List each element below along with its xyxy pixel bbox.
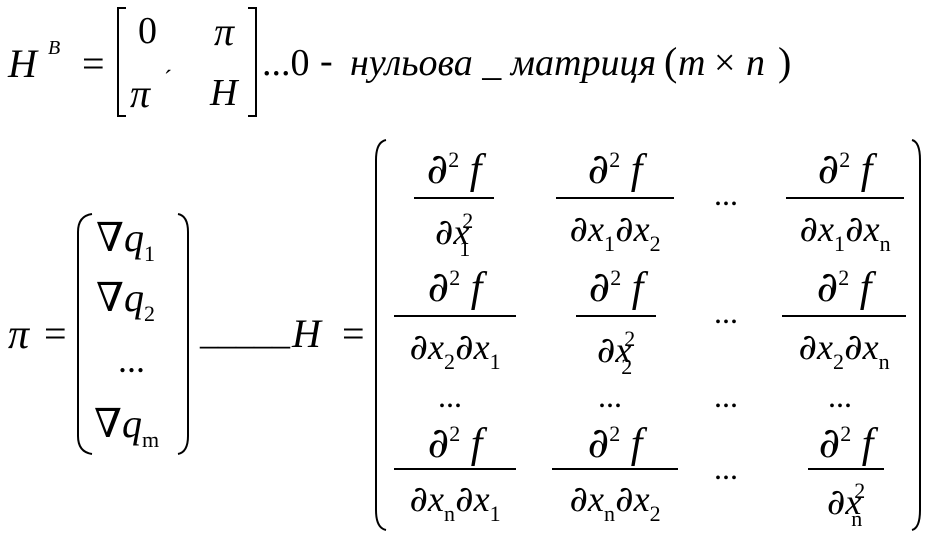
hessian-r4c2: ∂2 f ∂xn∂x2 [548, 418, 682, 530]
hb-superscript: B [48, 37, 61, 59]
vector-dots: ... [118, 340, 145, 380]
nabla-icon: ∇ [94, 401, 122, 447]
fraction-bar [786, 197, 904, 199]
pi-symbol: π [8, 312, 30, 358]
paren-left-vector [77, 213, 93, 455]
hessian-r2c1: ∂2 f ∂x2∂x1 [390, 262, 520, 374]
fraction-bar [782, 315, 906, 317]
vector-entry-1: ∇q1 [96, 218, 155, 265]
q-symbol: q [123, 275, 144, 320]
separator-underscores: _____ [200, 312, 290, 352]
hessian-r2c4: ∂2 f ∂x2∂xn [778, 262, 910, 374]
hessian-r1c2: ∂2 f ∂x1∂x2 [550, 144, 680, 256]
hessian-r4c1: ∂2 f ∂xn∂x1 [390, 418, 520, 530]
vector-entry-2: ∇q2 [96, 278, 155, 325]
q-symbol: q [121, 401, 142, 446]
hb-dash: - [320, 40, 333, 82]
paren-right-vector [177, 213, 189, 455]
hb-dim-times: × [714, 42, 736, 84]
hb-matrix-r2c1-prime: ´ [164, 67, 172, 93]
hb-matrix-r2c2: H [210, 72, 238, 114]
hb-trail-dots: ...0 [262, 42, 310, 84]
fraction-bar [552, 468, 678, 470]
paren-left-hessian [375, 139, 387, 531]
fraction-bar [576, 315, 656, 317]
pi-equals: = [44, 311, 67, 356]
fraction-bar [414, 197, 494, 199]
hessian-r1c1: ∂2 f ∂x12 [408, 144, 500, 261]
hb-dim-close: ) [778, 39, 792, 84]
paren-right-hessian [911, 139, 921, 531]
square-bracket-left [117, 7, 126, 117]
hessian-r4c3-dots: ... [714, 450, 738, 486]
hessian-r2c3-dots: ... [714, 294, 738, 330]
hb-symbol: H [8, 41, 37, 86]
nabla-icon: ∇ [96, 275, 124, 321]
vector-index-m: m [141, 427, 160, 452]
fraction-bar [808, 468, 884, 470]
hessian-r4c4: ∂2 f ∂xn2 [802, 418, 890, 531]
hb-dim-n: n [746, 42, 765, 84]
hb-dim-open: ( [664, 39, 678, 84]
fraction-bar [556, 197, 674, 199]
hb-matrix-r2c1: π [130, 71, 151, 116]
hb-caption: нульова _ матриця [350, 42, 657, 84]
hb-equals: = [82, 41, 105, 86]
fraction-bar [394, 315, 516, 317]
hessian-r3c1-dots: ... [438, 378, 462, 414]
hb-matrix-r1c2: π [214, 9, 235, 54]
hb-matrix-r1c1: 0 [138, 10, 157, 52]
fraction-bar [394, 468, 516, 470]
hessian-r3c4-dots: ... [828, 378, 852, 414]
q-symbol: q [123, 215, 144, 260]
hessian-r3c3-dots: ... [714, 378, 738, 414]
hessian-equals: = [342, 311, 365, 356]
hessian-r2c2: ∂2 f ∂x22 [570, 262, 662, 379]
square-bracket-right [248, 7, 257, 117]
hessian-r1c4: ∂2 f ∂x1∂xn [780, 144, 910, 256]
hessian-r1c3-dots: ... [714, 176, 738, 212]
vector-index-1: 1 [143, 241, 155, 266]
vector-entry-m: ∇qm [94, 404, 159, 451]
hessian-r3c2-dots: ... [598, 378, 622, 414]
hb-dim-m: m [678, 42, 706, 84]
hessian-symbol: H [292, 311, 321, 356]
nabla-icon: ∇ [96, 215, 124, 261]
vector-index-2: 2 [143, 301, 155, 326]
